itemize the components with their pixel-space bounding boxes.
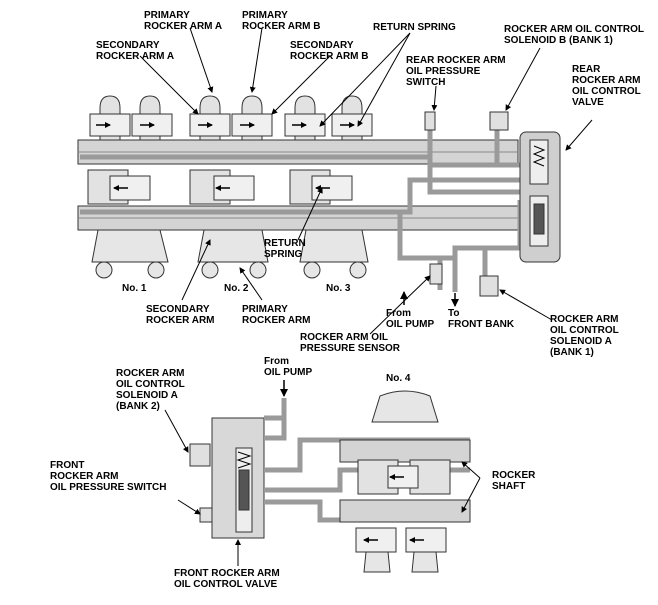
text-line: ROCKER ARM A	[144, 21, 223, 32]
text-line: ROCKER ARM B	[242, 21, 321, 32]
text-line: REAR ROCKER ARM	[406, 55, 506, 66]
text-line: SWITCH	[406, 77, 446, 88]
text-line: OIL PRESSURE	[406, 66, 481, 77]
label-from-oil-pump-2: From OIL PUMP	[264, 356, 312, 378]
label-primary-rocker-arm-b: PRIMARY ROCKER ARM B	[242, 10, 321, 32]
text-line: SPRING	[264, 249, 303, 260]
text-line: SECONDARY	[146, 304, 210, 315]
text-line: ROCKER ARM	[572, 75, 641, 86]
text-line: PRIMARY	[144, 10, 190, 21]
text-line: FRONT	[50, 460, 85, 471]
text-line: SECONDARY	[96, 40, 160, 51]
label-rear-control-valve: REAR ROCKER ARM OIL CONTROL VALVE	[572, 64, 641, 108]
label-from-oil-pump-1: From OIL PUMP	[386, 308, 434, 330]
text-line: FRONT ROCKER ARM	[174, 568, 280, 579]
cam-no4	[371, 390, 439, 423]
text-line: SOLENOID B (BANK 1)	[504, 35, 613, 46]
solenoid-b-bank1-body	[489, 111, 509, 131]
text-line: ROCKER ARM	[550, 314, 619, 325]
text-line: PRESSURE SENSOR	[300, 343, 401, 354]
label-return-spring-mid: RETURN SPRING	[264, 238, 306, 260]
label-no3: No. 3	[326, 283, 351, 294]
label-to-front-bank: To FRONT BANK	[448, 308, 514, 330]
text-line: From	[264, 356, 289, 367]
rear-oil-control-valve	[519, 131, 561, 263]
text-line: REAR	[572, 64, 601, 75]
text-line: RETURN SPRING	[373, 22, 456, 33]
text-line: OIL CONTROL	[550, 325, 619, 336]
label-secondary-rocker-arm-a: SECONDARY ROCKER ARM A	[96, 40, 174, 62]
text-line: FRONT BANK	[448, 319, 515, 330]
label-primary-rocker-arm: PRIMARY ROCKER ARM	[242, 304, 311, 326]
text-line: (BANK 2)	[116, 401, 160, 412]
text-line: OIL CONTROL	[572, 86, 641, 97]
text-line: OIL PUMP	[386, 319, 435, 330]
text-line: ROCKER ARM	[116, 368, 185, 379]
label-no4: No. 4	[386, 373, 411, 384]
pressure-sensor-body	[429, 263, 443, 285]
lower-rocker-arm-feet	[91, 229, 369, 279]
solenoid-a-bank2-body	[189, 443, 211, 467]
text-line: From	[386, 308, 411, 319]
text-line: PRIMARY	[242, 10, 288, 21]
text-line: ROCKER ARM B	[290, 51, 369, 62]
text-line: ROCKER ARM OIL	[300, 332, 388, 343]
solenoid-a-bank1-body	[479, 275, 499, 297]
label-secondary-rocker-arm-b: SECONDARY ROCKER ARM B	[290, 40, 369, 62]
front-pressure-switch-body	[199, 507, 213, 523]
label-front-control-valve: FRONT ROCKER ARM OIL CONTROL VALVE	[174, 568, 280, 590]
text-line: SOLENOID A	[116, 390, 178, 401]
label-front-pressure-switch: FRONT ROCKER ARM OIL PRESSURE SWITCH	[50, 460, 167, 493]
rocker-shaft-upper-front	[339, 439, 471, 463]
leader-lines	[139, 27, 593, 566]
text-line: (BANK 1)	[550, 347, 594, 358]
text-line: ROCKER ARM	[50, 471, 119, 482]
label-solenoid-a-bank2: ROCKER ARM OIL CONTROL SOLENOID A (BANK …	[116, 368, 185, 412]
text-line: ROCKER	[492, 470, 536, 481]
rocker-shaft-lower-front	[339, 499, 471, 523]
oil-flow-arrows	[280, 291, 459, 397]
label-return-spring-top: RETURN SPRING	[373, 22, 456, 33]
text-line: OIL PRESSURE SWITCH	[50, 482, 167, 493]
text-line: VALVE	[572, 97, 604, 108]
text-line: ROCKER ARM A	[96, 51, 175, 62]
rear-pressure-switch-body	[424, 111, 436, 131]
text-line: OIL CONTROL	[116, 379, 185, 390]
label-rocker-shaft: ROCKER SHAFT	[492, 470, 535, 492]
upper-rocker-arms	[89, 95, 373, 141]
text-line: To	[448, 308, 460, 319]
text-line: SECONDARY	[290, 40, 354, 51]
label-primary-rocker-arm-a: PRIMARY ROCKER ARM A	[144, 10, 222, 32]
text-line: ROCKER ARM	[146, 315, 215, 326]
text-line: SOLENOID A	[550, 336, 612, 347]
label-solenoid-a-bank1: ROCKER ARM OIL CONTROL SOLENOID A (BANK …	[550, 314, 619, 358]
text-line: OIL PUMP	[264, 367, 313, 378]
label-no1: No. 1	[122, 283, 147, 294]
label-pressure-sensor: ROCKER ARM OIL PRESSURE SENSOR	[300, 332, 400, 354]
text-line: PRIMARY	[242, 304, 288, 315]
front-piston-arrows	[363, 474, 424, 543]
label-secondary-rocker-arm: SECONDARY ROCKER ARM	[146, 304, 215, 326]
text-line: OIL CONTROL VALVE	[174, 579, 278, 590]
text-line: RETURN	[264, 238, 306, 249]
middle-rocker-arms	[87, 169, 353, 205]
label-no2: No. 2	[224, 283, 249, 294]
front-bank-assembly	[189, 390, 471, 573]
front-oil-control-valve	[211, 417, 265, 539]
text-line: ROCKER ARM	[242, 315, 311, 326]
rear-bank-assembly	[77, 95, 561, 297]
label-rear-pressure-switch: REAR ROCKER ARM OIL PRESSURE SWITCH	[406, 55, 506, 88]
label-solenoid-b-bank1: ROCKER ARM OIL CONTROL SOLENOID B (BANK …	[504, 24, 644, 46]
text-line: ROCKER ARM OIL CONTROL	[504, 24, 644, 35]
text-line: SHAFT	[492, 481, 526, 492]
